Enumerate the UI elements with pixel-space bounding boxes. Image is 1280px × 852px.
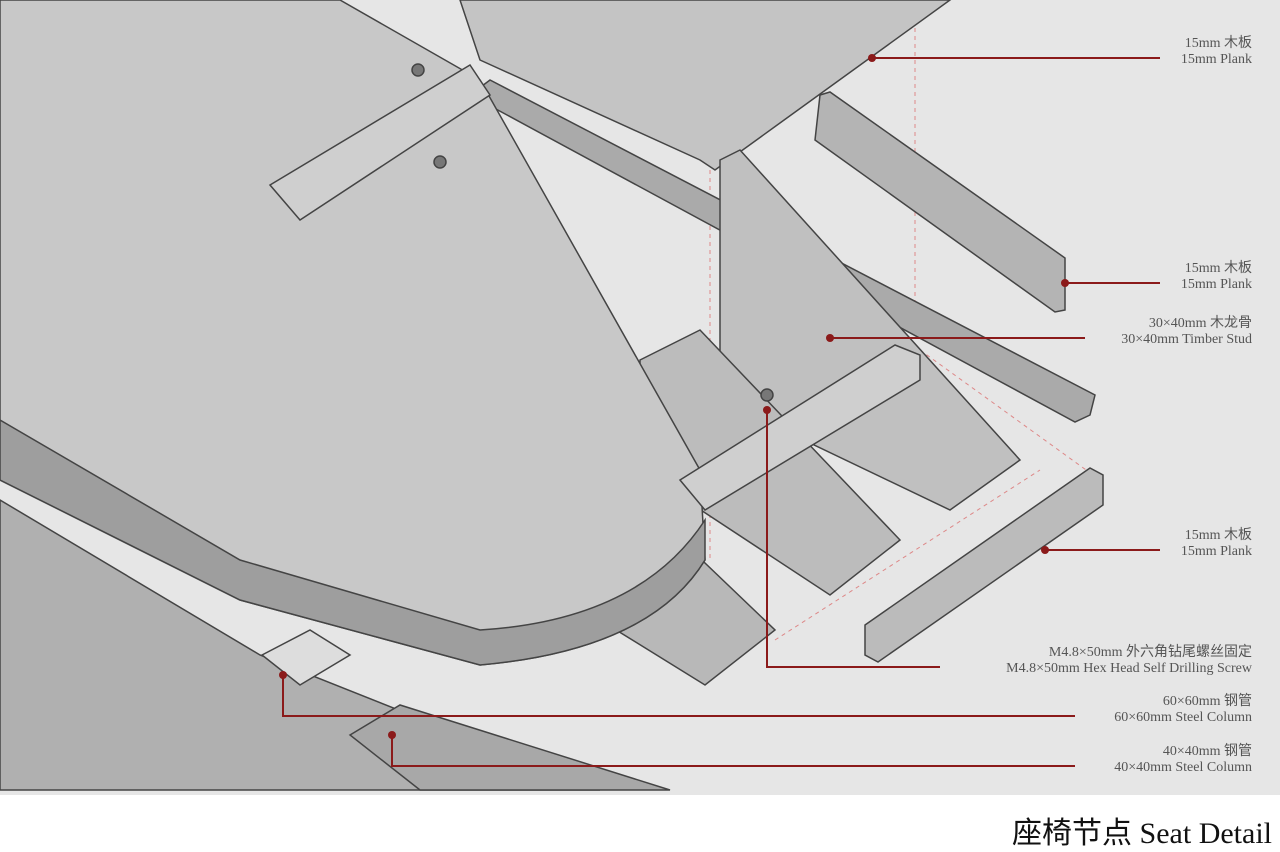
screw-icon (760, 388, 774, 402)
drawing-title: 座椅节点 Seat Detail (1012, 817, 1272, 850)
top-plank (459, 0, 952, 171)
seat-edge (0, 419, 706, 666)
loose-plank (864, 467, 1104, 663)
cross-stud-upper (268, 63, 492, 221)
side-plank-right (814, 91, 1066, 313)
screw-icon (433, 155, 447, 169)
leader-lines (282, 57, 1160, 767)
cross-stud-lower (678, 344, 921, 511)
screw-icon (411, 63, 425, 77)
